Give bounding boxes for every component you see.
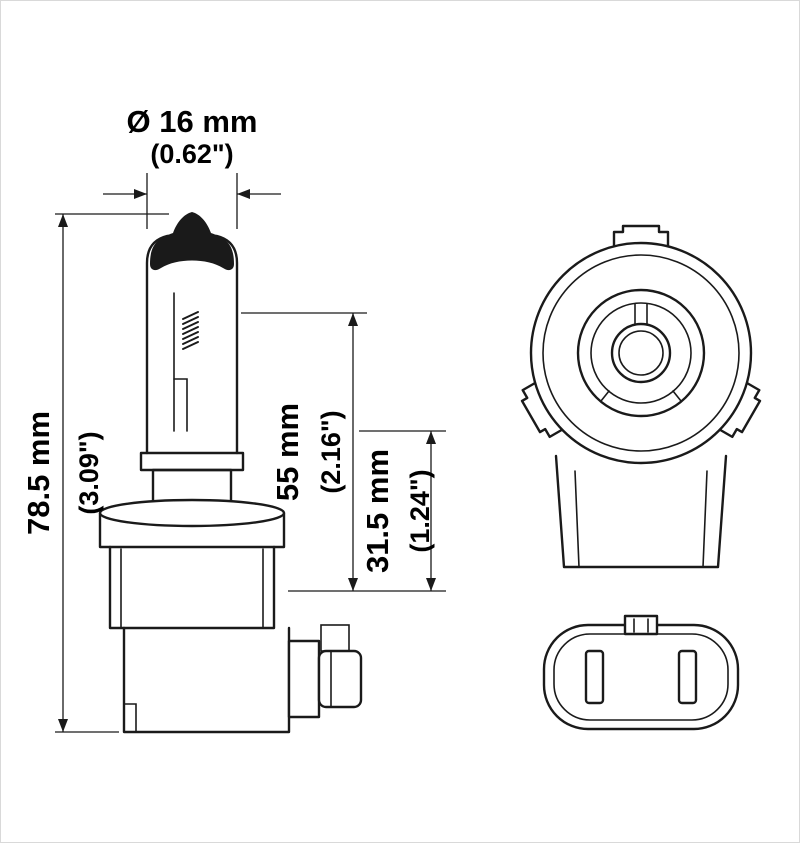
connector-terminal-slot-left <box>584 649 605 705</box>
bayonet-lug <box>612 224 670 249</box>
dim-lcl-in-label: (1.24") <box>405 469 435 552</box>
dim-overall-length: 78.5 mm (3.09") <box>21 213 169 733</box>
dim-diameter-mm-label: Ø 16 mm <box>127 104 258 139</box>
filament-leads <box>173 292 188 432</box>
flange-circles <box>529 241 753 465</box>
connector-end-cap <box>317 649 363 709</box>
connector-terminal-slot-right <box>677 649 698 705</box>
dim-light-center-length: 31.5 mm (1.24") <box>359 430 446 591</box>
dim-glass-in-label: (2.16") <box>316 410 346 493</box>
ferrule-ring <box>139 451 245 472</box>
connector-stub <box>287 639 321 719</box>
dim-overall-mm-label: 78.5 mm <box>21 411 56 535</box>
dim-glass-length: 55 mm (2.16") <box>241 312 446 592</box>
filament-coil <box>182 311 199 350</box>
bulb-side-view: Ø 16 mm (0.62") 78.5 mm (3.09") 55 <box>21 104 446 734</box>
base-rear-view <box>516 224 766 569</box>
dim-diameter-in-label: (0.62") <box>150 139 233 169</box>
connector-key-tab <box>320 624 350 652</box>
connector-outline-outer <box>542 623 740 731</box>
connector-top-tab <box>623 614 659 636</box>
connector-face-view <box>542 614 740 731</box>
dim-diameter: Ø 16 mm (0.62") <box>103 104 281 229</box>
rear-housing <box>554 454 728 569</box>
dim-overall-in-label: (3.09") <box>74 431 104 514</box>
connector-housing <box>122 624 363 734</box>
base-body <box>108 545 276 630</box>
dim-lcl-mm-label: 31.5 mm <box>360 449 395 573</box>
dim-glass-mm-label: 55 mm <box>270 403 305 501</box>
keying-ticks <box>600 303 682 402</box>
bulb-tip <box>150 212 234 271</box>
base-flange <box>98 498 286 549</box>
